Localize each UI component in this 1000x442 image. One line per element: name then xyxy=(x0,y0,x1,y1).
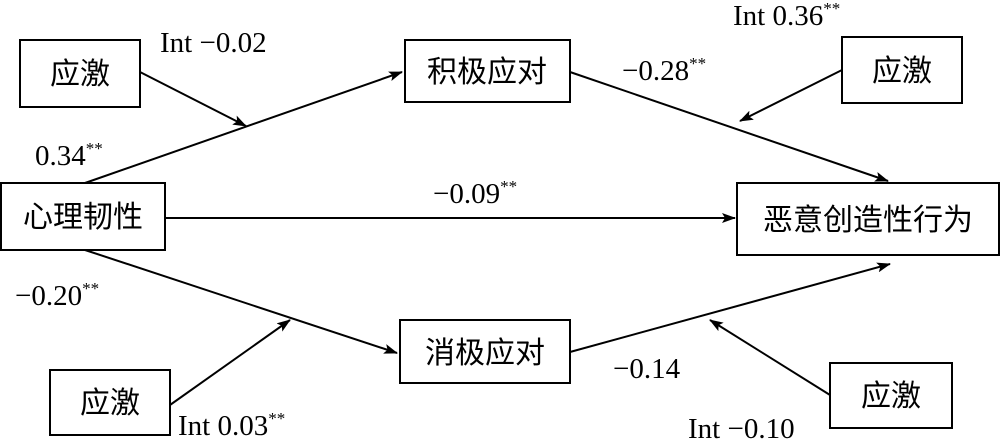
node-label: 消极应对 xyxy=(425,336,545,371)
node-label: 应激 xyxy=(80,386,140,421)
moderation-br xyxy=(709,319,831,396)
node-malevolent-creativity: 恶意创造性行为 xyxy=(736,182,1000,256)
node-label: 心理韧性 xyxy=(23,200,143,235)
node-resilience: 心理韧性 xyxy=(0,182,166,251)
node-label: 应激 xyxy=(50,57,110,92)
label-b2: −0.14 xyxy=(613,353,681,385)
moderation-tr xyxy=(739,69,843,122)
node-stress-bottom-left: 应激 xyxy=(49,369,171,436)
node-label: 恶意创造性行为 xyxy=(763,203,973,238)
moderation-tl xyxy=(139,71,247,127)
label-a2: −0.20** xyxy=(15,279,99,312)
path-negative-to-outcome xyxy=(569,262,891,353)
label-a1: 0.34** xyxy=(35,139,103,172)
node-stress-top-right: 应激 xyxy=(841,36,963,104)
label-int-tr: Int 0.36** xyxy=(733,0,840,32)
path-resilience-to-positive xyxy=(84,71,403,184)
node-stress-bottom-right: 应激 xyxy=(829,362,953,429)
node-label: 积极应对 xyxy=(427,55,547,90)
moderation-bl xyxy=(169,319,291,406)
node-positive-coping: 积极应对 xyxy=(404,39,571,103)
path-resilience-to-negative xyxy=(84,249,398,354)
label-int-bl: Int 0.03** xyxy=(178,409,285,442)
node-stress-top-left: 应激 xyxy=(19,39,141,108)
label-c: −0.09** xyxy=(433,177,517,210)
node-negative-coping: 消极应对 xyxy=(399,319,571,384)
node-label: 应激 xyxy=(861,379,921,414)
label-int-br: Int −0.10 xyxy=(688,413,795,442)
path-positive-to-outcome xyxy=(569,71,889,182)
label-b1: −0.28** xyxy=(622,54,706,87)
label-int-tl: Int −0.02 xyxy=(160,27,267,59)
node-label: 应激 xyxy=(872,54,932,89)
